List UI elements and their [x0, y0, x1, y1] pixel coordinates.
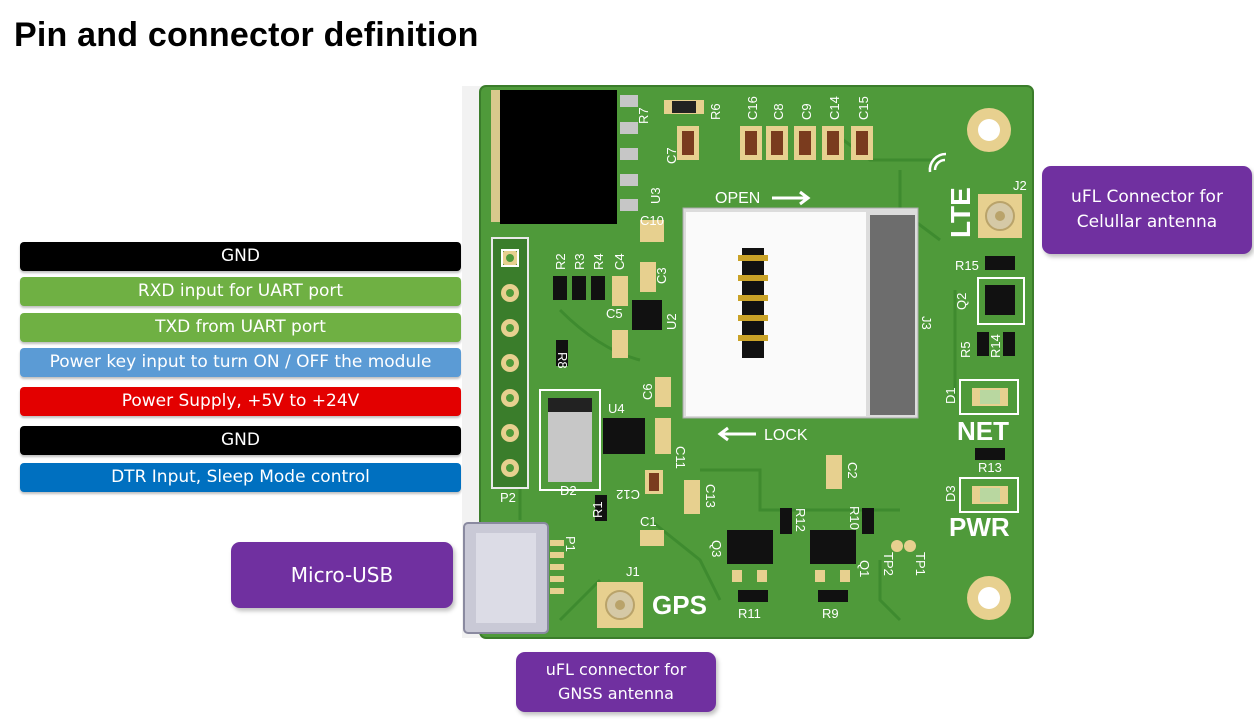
board-label-r3: R3 — [572, 253, 587, 270]
pin-3-txd: TXD from UART port — [20, 313, 461, 342]
pin-2-rxd: RXD input for UART port — [20, 277, 461, 306]
board-label-r14: R14 — [988, 334, 1003, 358]
board-label-c13: C13 — [703, 484, 718, 508]
gnss-antenna-callout-text: uFL connector for GNSS antenna — [545, 660, 687, 703]
board-label-r15: R15 — [955, 258, 979, 273]
pin-7-dtr: DTR Input, Sleep Mode control — [20, 463, 461, 492]
board-label-c4: C4 — [612, 253, 627, 270]
micro-usb-callout: Micro-USB — [231, 542, 453, 608]
board-lock-label: LOCK — [764, 427, 808, 444]
board-label-u4: U4 — [608, 401, 625, 416]
board-label-r13: R13 — [978, 460, 1002, 475]
board-label-c6: C6 — [640, 383, 655, 400]
board-label-r7: R7 — [636, 107, 651, 124]
micro-usb-callout-text: Micro-USB — [290, 563, 394, 587]
board-label-r4: R4 — [591, 253, 606, 270]
board-label-q3: Q3 — [709, 540, 724, 557]
board-gps-label: GPS — [652, 590, 707, 620]
page-title: Pin and connector definition — [14, 16, 479, 54]
board-label-j2: J2 — [1013, 178, 1027, 193]
board-label-u3: U3 — [648, 187, 663, 204]
pin-1-gnd: GND — [20, 242, 461, 271]
board-label-c2: C2 — [845, 462, 860, 479]
board-open-label: OPEN — [715, 190, 760, 207]
board-label-c7: C7 — [664, 147, 679, 164]
board-label-j3: J3 — [919, 316, 934, 330]
pin-6-gnd: GND — [20, 426, 461, 455]
board-label-r9: R9 — [822, 606, 839, 621]
board-label-tp2: TP2 — [881, 552, 896, 576]
board-label-r2: R2 — [553, 253, 568, 270]
board-label-c10: C10 — [640, 213, 664, 228]
board-label-r1: R1 — [590, 501, 605, 518]
board-label-c8: C8 — [771, 103, 786, 120]
board-label-c15: C15 — [856, 96, 871, 120]
board-label-r5: R5 — [958, 341, 973, 358]
board-label-p2: P2 — [500, 490, 516, 505]
board-label-c5: C5 — [606, 306, 623, 321]
board-label-c11: C11 — [673, 446, 688, 469]
board-label-p1: P1 — [563, 536, 578, 552]
board-label-c3: C3 — [654, 267, 669, 284]
board-label-u2: U2 — [664, 313, 679, 330]
board-label-q1: Q1 — [857, 560, 872, 577]
board-pwr-label: PWR — [949, 512, 1010, 542]
board-label-c9: C9 — [799, 103, 814, 120]
board-label-r12: R12 — [793, 508, 808, 532]
board-label-c14: C14 — [827, 96, 842, 120]
board-label-c1: C1 — [640, 514, 657, 529]
board-label-r6: R6 — [708, 103, 723, 120]
board-label-d3: D3 — [943, 485, 958, 502]
board-label-r10: R10 — [847, 506, 862, 530]
signal-icon — [928, 152, 947, 173]
board-label-c12: C12 — [616, 487, 640, 502]
lte-antenna-callout-text: uFL Connector for Celullar antenna — [1071, 187, 1223, 232]
board-label-c16: C16 — [745, 96, 760, 120]
board-label-d1: D1 — [943, 387, 958, 404]
board-label-r8: R8 — [555, 352, 570, 369]
pin-5-power-supply: Power Supply, +5V to +24V — [20, 387, 461, 416]
gnss-antenna-callout: uFL connector for GNSS antenna — [516, 652, 716, 712]
board-label-r11: R11 — [738, 606, 761, 621]
pin-4-pwrkey: Power key input to turn ON / OFF the mod… — [20, 348, 461, 377]
lte-antenna-callout: uFL Connector for Celullar antenna — [1042, 166, 1252, 254]
board-label-q2: Q2 — [954, 293, 969, 310]
board-label-tp1: TP1 — [913, 552, 928, 576]
board-label-d2: D2 — [560, 483, 577, 498]
board-label-j1: J1 — [626, 564, 640, 579]
board-lte-label: LTE — [945, 187, 976, 238]
board-net-label: NET — [957, 416, 1009, 446]
